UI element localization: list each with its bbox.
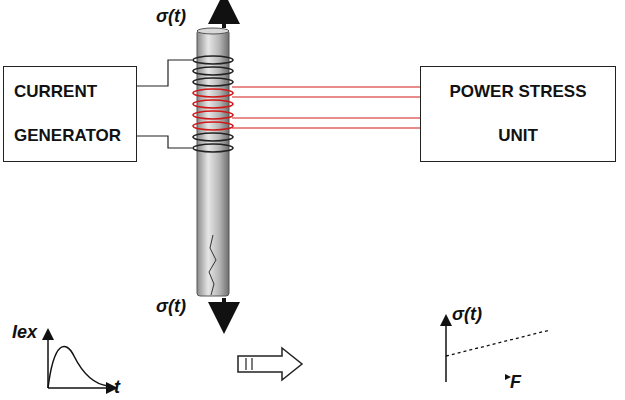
axis: [48, 387, 112, 389]
unit-box: POWER STRESS UNIT: [420, 66, 616, 162]
sensor-wire: [232, 127, 420, 128]
stress-arrow: [222, 8, 226, 28]
coil-turn: [193, 56, 233, 64]
axis-label: Iex: [12, 322, 37, 343]
coil-windings: [193, 56, 233, 152]
axis: [445, 320, 447, 382]
axis-label: t: [114, 377, 120, 398]
sensor-wire: [232, 117, 420, 118]
wire: [135, 60, 192, 86]
specimen-rod: [197, 30, 229, 296]
stress-label: σ(t): [156, 6, 186, 27]
unit-name: CURRENT GENERATOR: [14, 70, 124, 158]
coil-turn: [193, 100, 233, 108]
sensor-wire: [232, 96, 420, 97]
unit-name: POWER STRESS UNIT: [443, 70, 593, 158]
rod-end: [197, 28, 229, 34]
process-arrow: [238, 348, 302, 380]
coil-turn: [193, 133, 233, 141]
wire: [135, 136, 192, 148]
stress-label: σ(t): [156, 296, 186, 317]
coil-turn: [193, 89, 233, 97]
coil-turn: [193, 122, 233, 130]
axis-label: σ(t): [452, 304, 482, 325]
stress-arrow: [222, 298, 226, 318]
coil-turn: [193, 111, 233, 119]
pulse-curve: [48, 346, 108, 388]
trend-line: [446, 330, 550, 356]
coil-turn: [193, 144, 233, 152]
axis-label: F: [510, 372, 521, 393]
coil-turn: [193, 67, 233, 75]
unit-box: CURRENT GENERATOR: [3, 66, 137, 162]
coil-turn: [193, 78, 233, 86]
sensor-wire: [232, 86, 420, 87]
crack: [209, 235, 216, 295]
